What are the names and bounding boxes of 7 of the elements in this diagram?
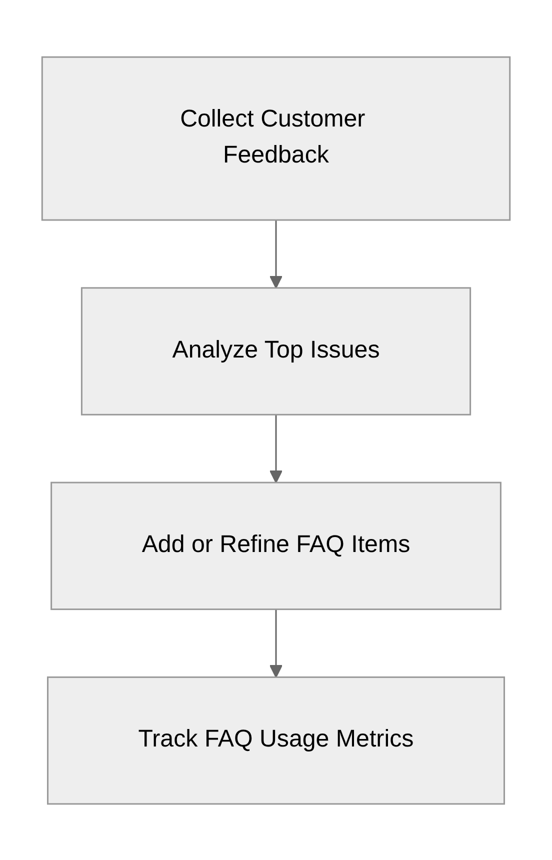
arrow (269, 220, 283, 288)
arrow (269, 414, 283, 483)
process-box: Collect Customer Feedback (41, 56, 511, 220)
process-box: Analyze Top Issues (80, 286, 472, 415)
process-box: Track FAQ Usage Metrics (46, 676, 505, 804)
arrow (269, 608, 283, 678)
process-box: Add or Refine FAQ Items (50, 481, 502, 610)
